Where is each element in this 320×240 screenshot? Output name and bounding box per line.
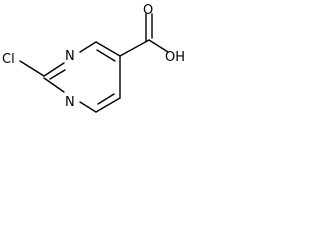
bond-cl-c2 [19, 60, 45, 77]
bond-c6-c5 [95, 41, 121, 57]
hydroxyl-label: OH [165, 50, 185, 65]
bond-c3-n3 [79, 101, 97, 113]
bond-n1-c6 [79, 41, 97, 53]
bonds [19, 13, 169, 113]
chemical-structure: Cl N N O OH [2, 3, 185, 113]
nitrogen-label-top: N [65, 49, 75, 64]
chlorine-label: Cl [2, 52, 15, 67]
bond-n3-c2 [43, 77, 65, 93]
nitrogen-label-bottom: N [65, 95, 75, 110]
bond-c6-carboxyl [119, 39, 150, 57]
bond-c6-c5-double [96, 49, 116, 62]
atom-labels: Cl N N O OH [2, 3, 185, 110]
bond-carboxyl-hydroxyl [148, 39, 169, 53]
bond-c2-n1 [43, 62, 65, 77]
carbonyl-oxygen-label: O [143, 3, 153, 18]
bond-c4-c3-double [97, 93, 115, 105]
bond-c2-n1-double [49, 69, 66, 80]
bond-c4-c3 [95, 97, 121, 113]
